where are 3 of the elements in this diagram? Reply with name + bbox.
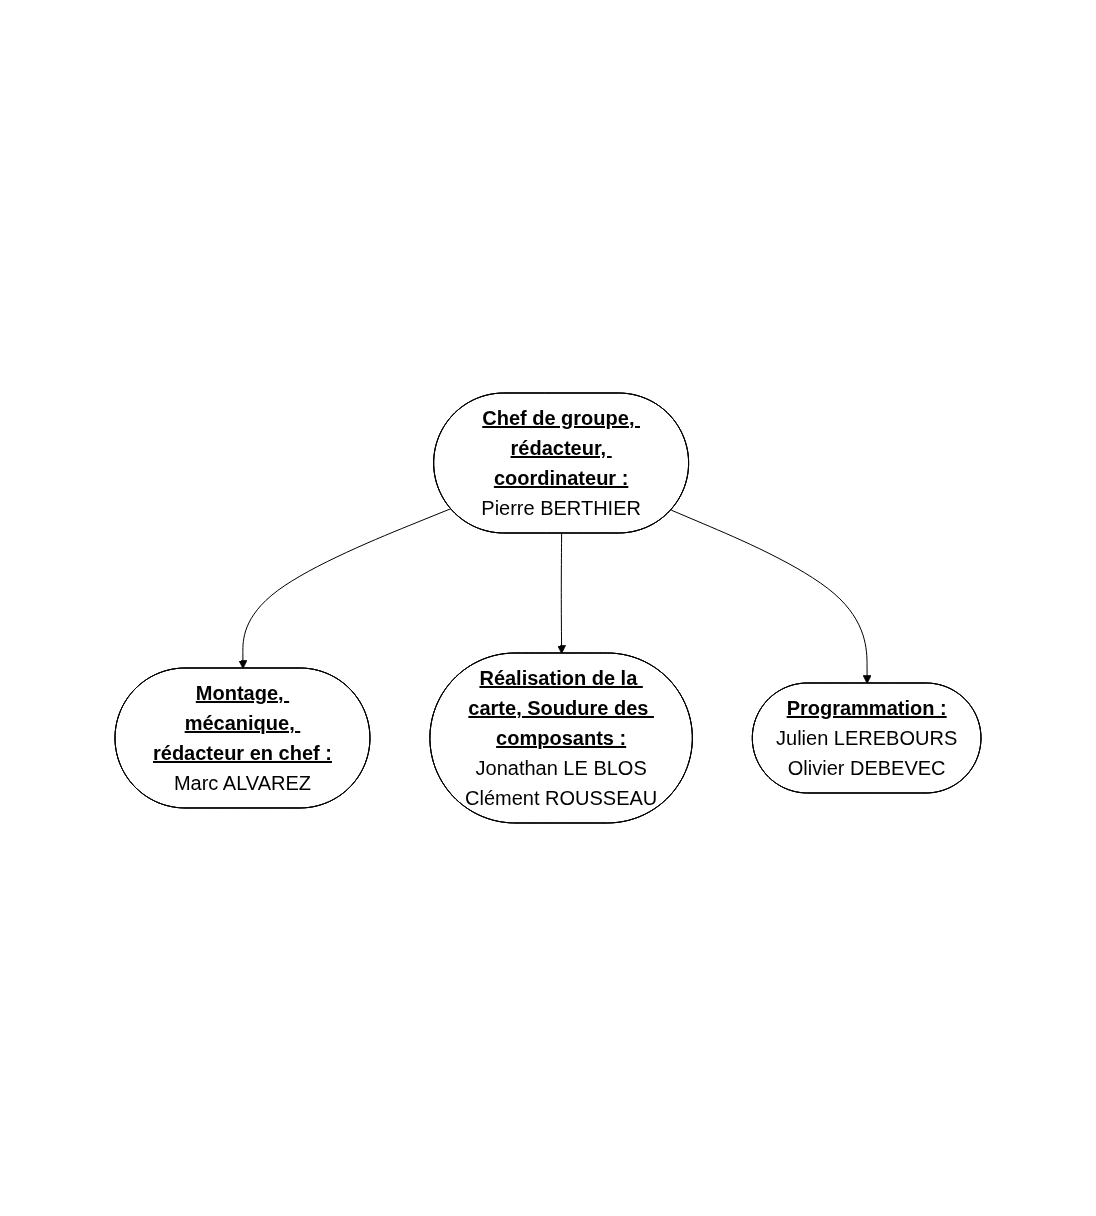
arrow: [670, 509, 872, 684]
arrow: [557, 533, 566, 654]
arrow: [238, 508, 452, 669]
